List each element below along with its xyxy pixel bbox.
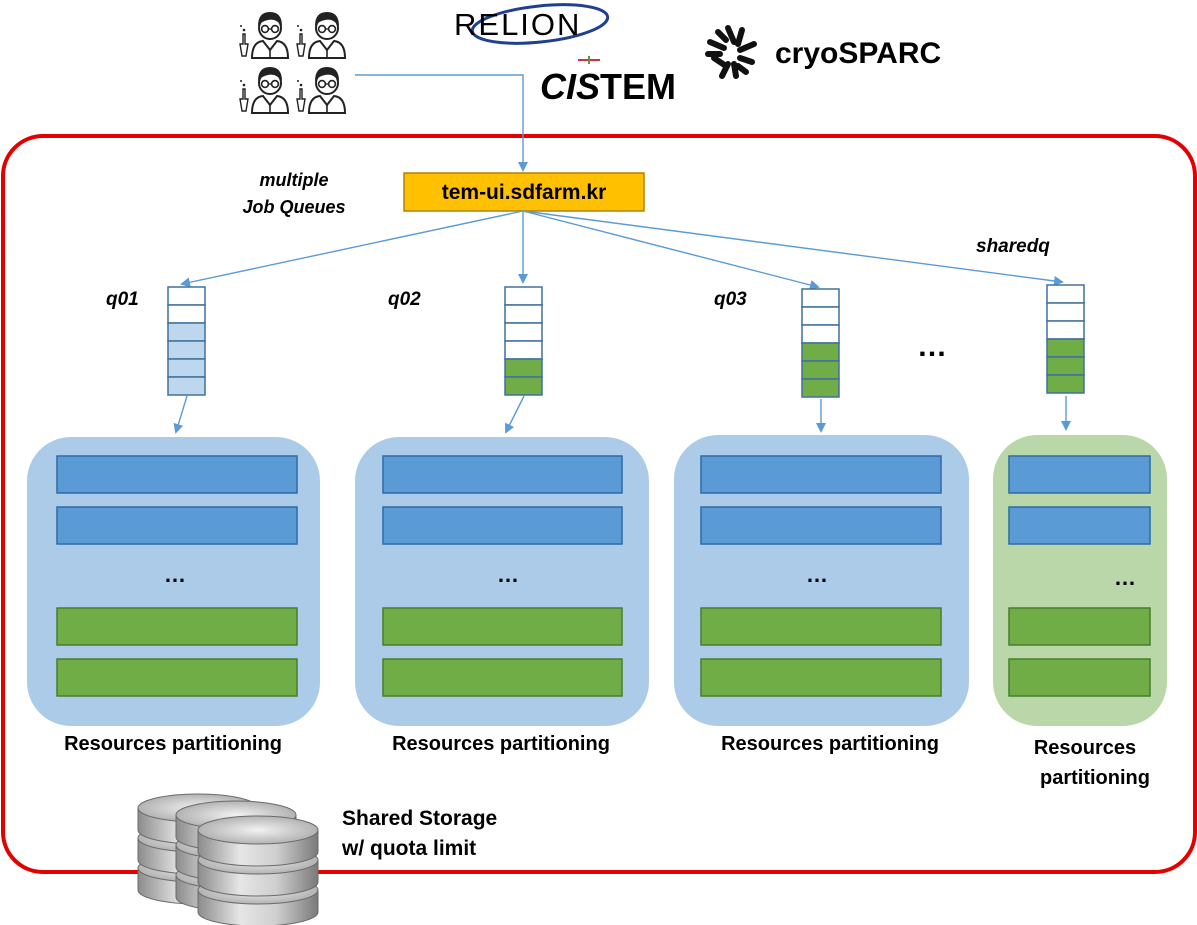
queue-stack-sharedq xyxy=(1046,284,1085,394)
queue-slot-empty xyxy=(1046,320,1085,340)
node-bar-green xyxy=(1008,607,1151,646)
queue-stack-q01 xyxy=(167,286,206,396)
cistem-logo-red: CIS xyxy=(540,66,600,107)
users-to-server-connector xyxy=(355,74,528,172)
queue-slot-empty xyxy=(504,322,543,342)
cryosparc-icon xyxy=(705,25,757,79)
node-bar-blue xyxy=(382,455,623,494)
node-bar-green xyxy=(382,658,623,697)
server-label: tem-ui.sdfarm.kr xyxy=(442,181,607,204)
queues-ellipsis: … xyxy=(917,330,947,363)
queue-stacks xyxy=(167,284,1085,398)
partition-label-sharedq-line1: Resources xyxy=(1034,737,1136,759)
scientist-icon xyxy=(296,11,346,59)
queue-slot-empty xyxy=(167,304,206,324)
queue-stack-q03 xyxy=(801,288,840,398)
cryosparc-logo-text: cryoSPARC xyxy=(775,37,941,70)
scientist-icon xyxy=(239,11,289,59)
queue-slot-filled xyxy=(167,358,206,378)
queue-slot-filled xyxy=(1046,338,1085,358)
nodes-ellipsis: … xyxy=(497,562,519,587)
queue-slot-filled xyxy=(801,378,840,398)
queue-slot-empty xyxy=(504,286,543,306)
partition-q02: … xyxy=(355,437,649,726)
queue-slot-filled xyxy=(167,340,206,360)
node-bar-green xyxy=(382,607,623,646)
queue-slot-filled xyxy=(504,376,543,396)
queue-name-sharedq: sharedq xyxy=(976,236,1050,257)
queue-slot-filled xyxy=(167,322,206,342)
node-bar-green xyxy=(56,607,298,646)
node-bar-blue xyxy=(1008,506,1151,545)
nodes-ellipsis: … xyxy=(1114,565,1136,590)
node-bar-green xyxy=(700,607,942,646)
job-queues-label-line2: Job Queues xyxy=(242,197,345,217)
partition-q03: … xyxy=(674,435,969,726)
storage-label-line1: Shared Storage xyxy=(342,807,497,830)
cistem-logo: CIS TEM xyxy=(540,56,676,107)
queue-slot-empty xyxy=(801,306,840,326)
nodes-ellipsis: … xyxy=(164,562,186,587)
disk-stack xyxy=(197,815,319,925)
queue-name-q02: q02 xyxy=(388,289,421,310)
scientist-icon xyxy=(239,66,289,114)
cryosparc-logo: cryoSPARC xyxy=(705,25,941,79)
cistem-logo-green: TEM xyxy=(600,66,676,107)
queue-slot-filled xyxy=(504,358,543,378)
node-bar-green xyxy=(1008,658,1151,697)
users-group xyxy=(239,11,346,114)
queue-name-q01: q01 xyxy=(106,289,139,310)
queue-slot-empty xyxy=(1046,302,1085,322)
partitions: … … … … xyxy=(27,435,1167,726)
partition-q01: … xyxy=(27,437,320,726)
queue-to-partition-arrows xyxy=(173,395,1071,434)
partition-label-q03: Resources partitioning xyxy=(721,733,939,755)
partition-label-sharedq-line2: partitioning xyxy=(1040,767,1150,789)
queue-slot-empty xyxy=(504,304,543,324)
queue-slot-empty xyxy=(1046,284,1085,304)
queue-slot-empty xyxy=(801,288,840,308)
node-bar-blue xyxy=(382,506,623,545)
storage-icon xyxy=(137,793,319,925)
queue-slot-filled xyxy=(801,342,840,362)
node-bar-green xyxy=(56,658,298,697)
node-bar-blue xyxy=(1008,455,1151,494)
nodes-ellipsis: … xyxy=(806,562,828,587)
node-bar-blue xyxy=(56,455,298,494)
scientist-icon xyxy=(296,66,346,114)
node-bar-blue xyxy=(56,506,298,545)
partition-label-q02: Resources partitioning xyxy=(392,733,610,755)
queue-slot-filled xyxy=(1046,356,1085,376)
queue-slot-filled xyxy=(801,360,840,380)
storage-label-line2: w/ quota limit xyxy=(341,837,476,860)
queue-name-q03: q03 xyxy=(714,289,747,310)
partition-label-q01: Resources partitioning xyxy=(64,733,282,755)
relion-logo: RELION xyxy=(454,3,610,45)
relion-logo-text: RELION xyxy=(454,7,581,42)
queue-slot-empty xyxy=(801,324,840,344)
partition-sharedq: … xyxy=(993,435,1167,726)
cluster-frame xyxy=(1,134,1197,874)
node-bar-blue xyxy=(700,506,942,545)
queue-stack-q02 xyxy=(504,286,543,396)
job-queues-label-line1: multiple xyxy=(259,170,328,190)
queue-slot-filled xyxy=(1046,374,1085,394)
server-to-queue-arrows xyxy=(180,210,1064,290)
node-bar-blue xyxy=(700,455,942,494)
queue-slot-filled xyxy=(167,376,206,396)
queue-slot-empty xyxy=(167,286,206,306)
queue-slot-empty xyxy=(504,340,543,360)
node-bar-green xyxy=(700,658,942,697)
